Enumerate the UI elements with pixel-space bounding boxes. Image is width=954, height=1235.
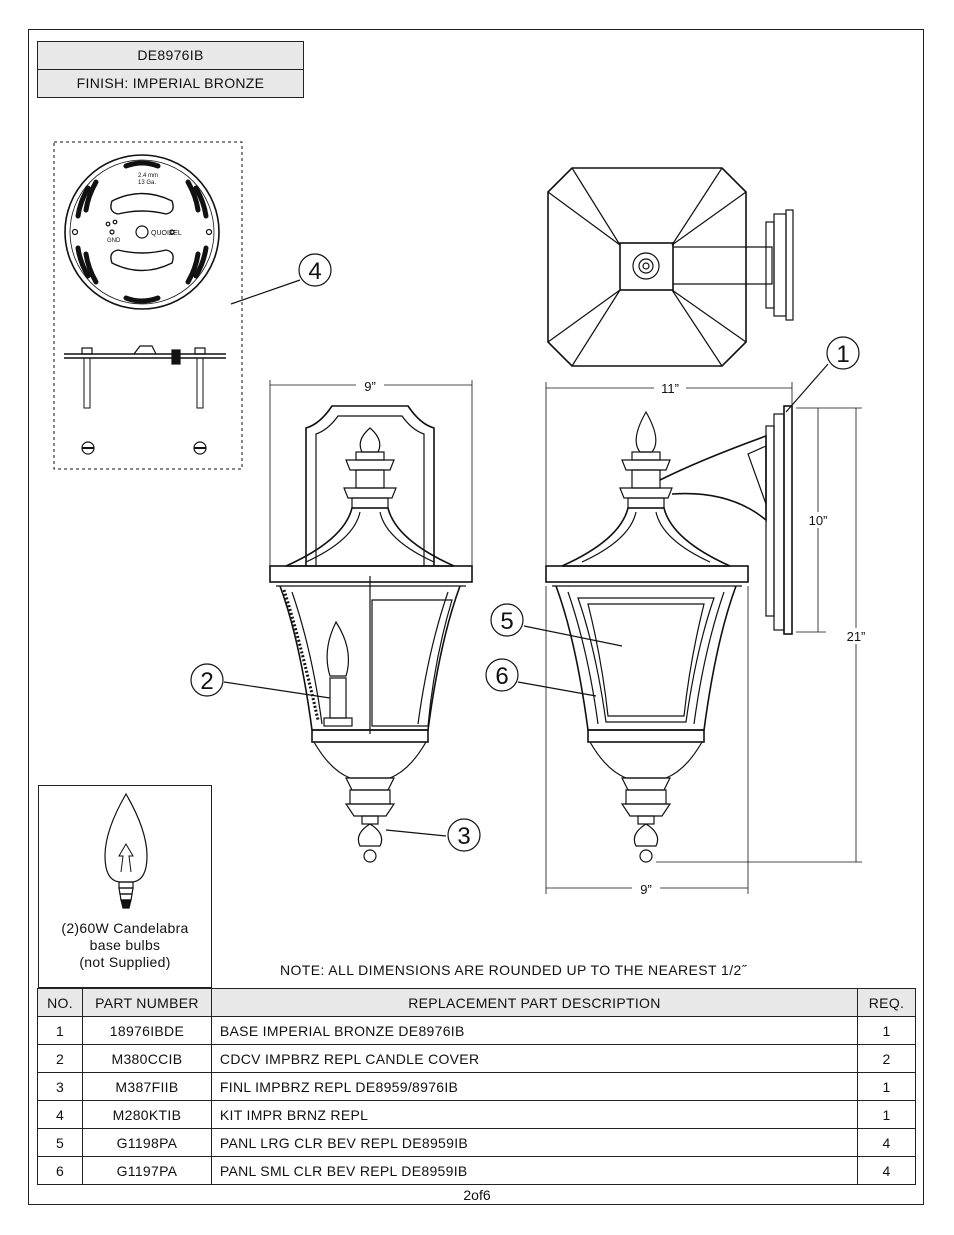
callout-4: 4 <box>308 258 321 285</box>
row-desc: BASE IMPERIAL BRONZE DE8976IB <box>210 1016 858 1045</box>
row-no: 2 <box>37 1044 83 1073</box>
table-row: 6 G1197PA PANL SML CLR BEV REPL DE8959IB… <box>37 1156 917 1185</box>
row-desc: FINL IMPBRZ REPL DE8959/8976IB <box>210 1072 858 1101</box>
row-part: G1198PA <box>81 1128 212 1157</box>
callout-circle-2 <box>190 663 224 697</box>
page-number: 2of6 <box>463 1187 491 1203</box>
dimension-note: NOTE: ALL DIMENSIONS ARE ROUNDED UP TO T… <box>280 962 747 978</box>
mounting-kit-illustration <box>53 141 243 470</box>
plate-thickness-label: 2.4 mm <box>138 173 158 179</box>
callout-circle-4 <box>298 253 332 287</box>
dimension-front-width: 9” <box>364 379 376 394</box>
row-desc: CDCV IMPBRZ REPL CANDLE COVER <box>210 1044 858 1073</box>
finish-label: FINISH: IMPERIAL BRONZE <box>38 70 303 97</box>
bulb-line-1: (2)60W Candelabra <box>61 920 189 936</box>
row-desc: PANL SML CLR BEV REPL DE8959IB <box>210 1156 858 1185</box>
row-no: 3 <box>37 1072 83 1101</box>
dimension-side-depth: 11” <box>661 381 679 396</box>
row-req: 4 <box>856 1156 917 1185</box>
table-row: 4 M280KTIB KIT IMPR BRNZ REPL 1 <box>37 1100 917 1129</box>
row-part: 18976IBDE <box>81 1016 212 1045</box>
callout-5: 5 <box>500 608 513 635</box>
header-no: NO. <box>37 988 83 1017</box>
parts-table: NO. PART NUMBER REPLACEMENT PART DESCRIP… <box>37 988 917 1185</box>
table-row: 1 18976IBDE BASE IMPERIAL BRONZE DE8976I… <box>37 1016 917 1045</box>
row-req: 1 <box>856 1016 917 1045</box>
row-req: 2 <box>856 1044 917 1073</box>
title-box: DE8976IB FINISH: IMPERIAL BRONZE <box>37 41 304 98</box>
row-desc: PANL LRG CLR BEV REPL DE8959IB <box>210 1128 858 1157</box>
callout-circle-6 <box>485 658 519 692</box>
dimension-overall-height: 21” <box>847 629 866 644</box>
table-row: 2 M380CCIB CDCV IMPBRZ REPL CANDLE COVER… <box>37 1044 917 1073</box>
row-no: 6 <box>37 1156 83 1185</box>
callout-1: 1 <box>836 341 849 368</box>
row-part: M387FIIB <box>81 1072 212 1101</box>
row-req: 1 <box>856 1100 917 1129</box>
table-row: 3 M387FIIB FINL IMPBRZ REPL DE8959/8976I… <box>37 1072 917 1101</box>
row-no: 4 <box>37 1100 83 1129</box>
top-view-illustration <box>547 167 794 367</box>
plate-gauge-label: 13 Ga. <box>138 180 156 186</box>
page-frame <box>28 29 924 1205</box>
dimension-backplate-height: 10” <box>809 513 828 528</box>
callout-circle-3 <box>447 818 481 852</box>
callout-3: 3 <box>457 823 470 850</box>
front-view-lantern <box>269 405 473 863</box>
brand-stamp: QUOIZEL <box>151 230 182 237</box>
bulb-line-3: (not Supplied) <box>79 954 171 970</box>
bulb-info-box: (2)60W Candelabra base bulbs (not Suppli… <box>38 785 212 988</box>
dimension-bottom-width: 9” <box>640 882 652 897</box>
table-header-row: NO. PART NUMBER REPLACEMENT PART DESCRIP… <box>37 988 917 1017</box>
row-req: 1 <box>856 1072 917 1101</box>
callout-2: 2 <box>200 668 213 695</box>
header-req: REQ. <box>856 988 917 1017</box>
row-part: M380CCIB <box>81 1044 212 1073</box>
callout-6: 6 <box>495 663 508 690</box>
row-part: M280KTIB <box>81 1100 212 1129</box>
row-req: 4 <box>856 1128 917 1157</box>
bulb-line-2: base bulbs <box>89 937 161 953</box>
model-number: DE8976IB <box>38 42 303 70</box>
header-part-number: PART NUMBER <box>81 988 212 1017</box>
table-row: 5 G1198PA PANL LRG CLR BEV REPL DE8959IB… <box>37 1128 917 1157</box>
row-part: G1197PA <box>81 1156 212 1185</box>
row-no: 5 <box>37 1128 83 1157</box>
callout-circle-5 <box>490 603 524 637</box>
row-desc: KIT IMPR BRNZ REPL <box>210 1100 858 1129</box>
callout-circle-1 <box>826 336 860 370</box>
side-view-lantern <box>545 405 793 863</box>
row-no: 1 <box>37 1016 83 1045</box>
candelabra-bulb-icon <box>104 792 148 909</box>
ground-label: GND <box>107 238 121 244</box>
header-description: REPLACEMENT PART DESCRIPTION <box>210 988 858 1017</box>
